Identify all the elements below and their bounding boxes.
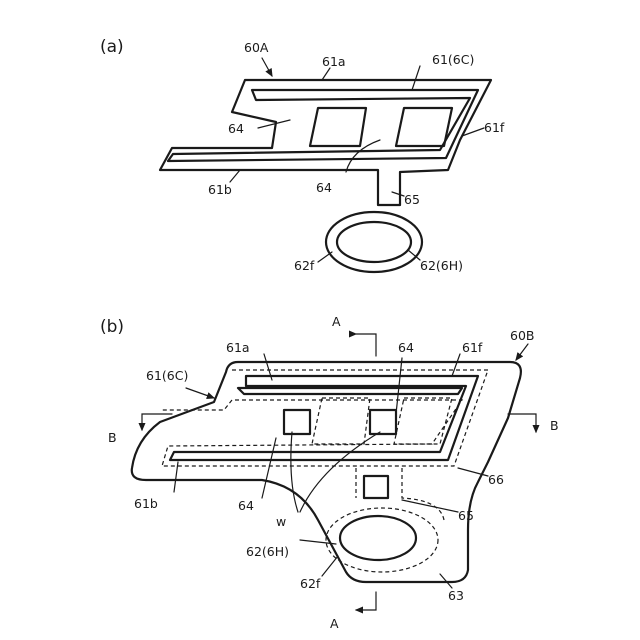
label-60a: 60A xyxy=(244,40,269,55)
label-60b: 60B xyxy=(510,328,534,343)
label-65-a: 65 xyxy=(404,192,420,207)
label-61f-b: 61f xyxy=(462,340,483,355)
label-61b-b: 61b xyxy=(134,496,158,511)
leader-64-low-a xyxy=(346,140,380,172)
label-62f-a: 62f xyxy=(294,258,315,273)
figure-b: (b) xyxy=(100,314,559,631)
panel-label-a: (a) xyxy=(100,37,124,57)
label-61-6c-b: 61(6C) xyxy=(146,368,188,383)
label-61-6c-a: 61(6C) xyxy=(432,52,474,67)
label-w: w xyxy=(276,514,286,529)
label-a-top: A xyxy=(332,314,341,329)
label-62-6h-a: 62(6H) xyxy=(420,258,463,273)
wire-w-1 xyxy=(291,432,298,512)
leader-61b-a xyxy=(230,170,240,182)
label-64-low-b: 64 xyxy=(238,498,254,513)
label-64-low-a: 64 xyxy=(316,180,332,195)
label-64-left-a: 64 xyxy=(228,121,244,136)
label-a-bottom: A xyxy=(330,616,339,631)
label-61b-a: 61b xyxy=(208,182,232,197)
window-left-a xyxy=(310,108,366,146)
hidden-window-1-b xyxy=(312,398,370,444)
label-b-left: B xyxy=(108,430,117,445)
leader-61-6c-a xyxy=(412,66,420,90)
leader-65-b xyxy=(402,500,458,512)
label-b-right: B xyxy=(550,418,559,433)
coil-slot-a xyxy=(168,90,478,161)
leader-61a-a xyxy=(322,68,330,80)
section-line-b-left xyxy=(142,414,172,430)
ring-opening-b xyxy=(340,516,416,560)
window-exposed-2-b xyxy=(370,410,396,434)
coil-slot-inner-b xyxy=(238,388,462,394)
leader-60a xyxy=(262,58,272,76)
label-63-b: 63 xyxy=(448,588,464,603)
leader-62f-b xyxy=(322,556,338,576)
label-61f-a: 61f xyxy=(484,120,505,135)
window-right-a xyxy=(396,108,452,146)
leader-64-low-b xyxy=(262,438,276,498)
ring-inner-a xyxy=(337,222,411,262)
leader-61-6c-b xyxy=(186,388,214,398)
leader-62f-a xyxy=(318,252,332,262)
section-line-b-right xyxy=(508,414,536,432)
label-66-b: 66 xyxy=(488,472,504,487)
label-65-b: 65 xyxy=(458,508,474,523)
leader-65-a xyxy=(392,192,404,196)
label-61a-a: 61a xyxy=(322,54,346,69)
leader-61f-b xyxy=(452,354,460,376)
label-61a-b: 61a xyxy=(226,340,250,355)
label-62f-b: 62f xyxy=(300,576,321,591)
panel-label-b: (b) xyxy=(100,317,124,337)
label-64-b: 64 xyxy=(398,340,414,355)
leader-60b xyxy=(516,344,528,360)
figure-a: (a) 60A 61a 61(6C) 64 61f 61b 64 65 62f … xyxy=(100,37,505,273)
label-62-6h-b: 62(6H) xyxy=(246,544,289,559)
hidden-window-2-b xyxy=(394,398,452,444)
section-line-a-top xyxy=(356,334,376,356)
window-exposed-1-b xyxy=(284,410,310,434)
window-neck-b xyxy=(364,476,388,498)
section-line-a-bottom xyxy=(356,592,376,610)
